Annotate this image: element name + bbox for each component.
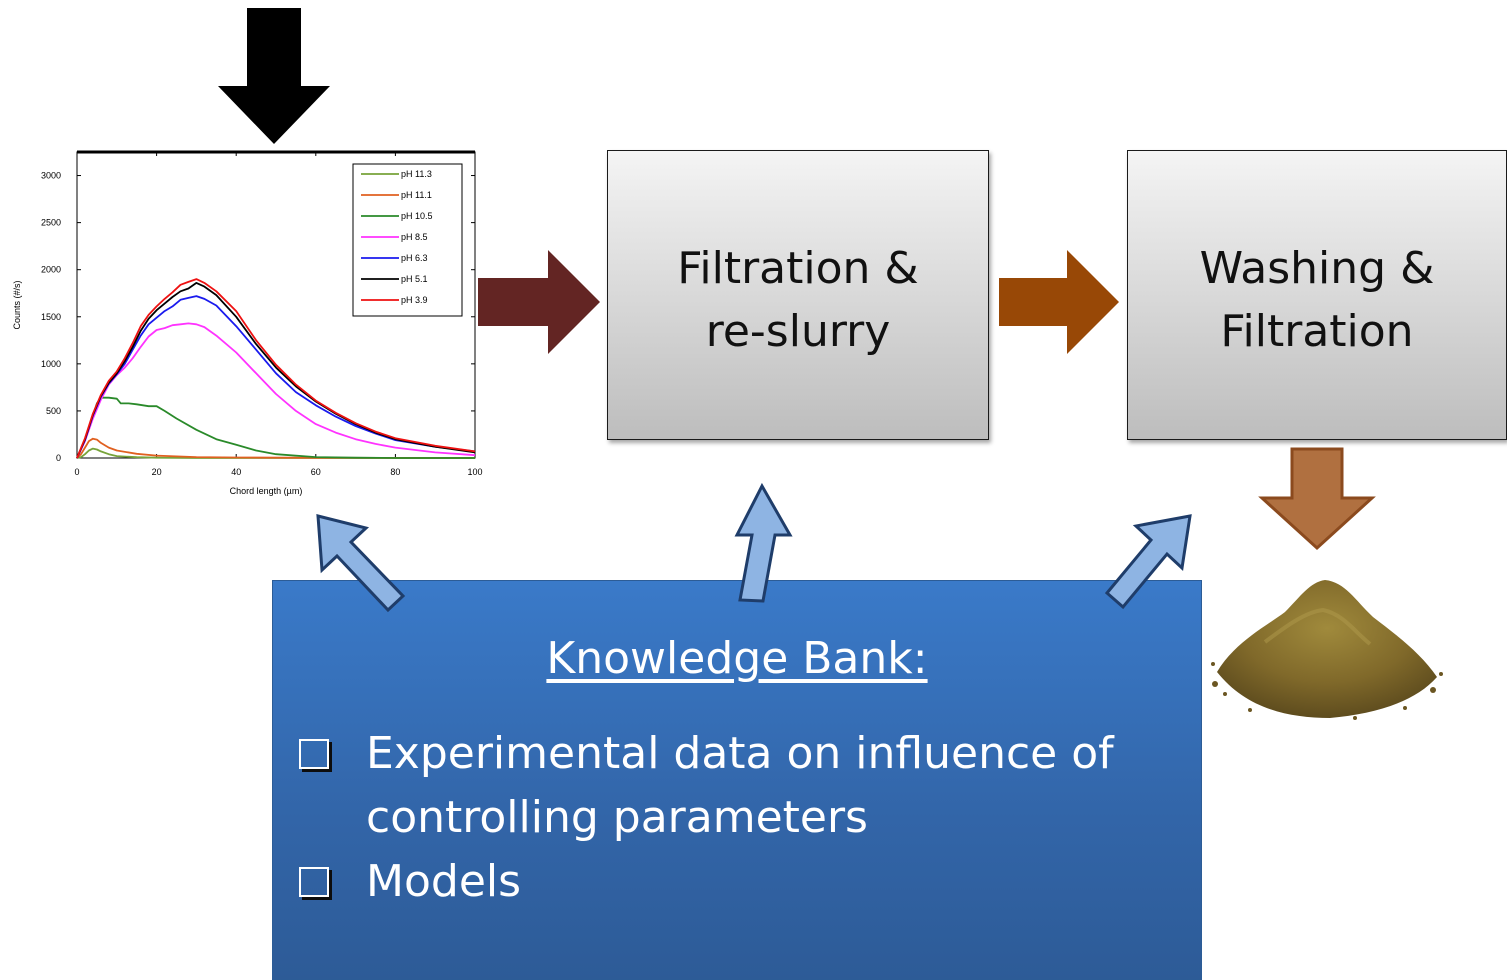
input-down-arrow	[218, 8, 330, 144]
legend-label: pH 10.5	[401, 211, 433, 221]
x-tick-label: 80	[390, 467, 400, 477]
washing-filtration-box: Washing & Filtration	[1127, 150, 1507, 440]
legend-label: pH 11.3	[401, 169, 432, 179]
x-tick-label: 60	[311, 467, 321, 477]
x-tick-label: 20	[152, 467, 162, 477]
series-line	[76, 396, 475, 459]
legend-label: pH 5.1	[401, 274, 428, 284]
filtration-box-line1: Filtration &	[677, 243, 919, 294]
knowledge-bank-title: Knowledge Bank:	[546, 633, 928, 684]
series-line	[76, 278, 476, 459]
output-down-arrow	[1258, 447, 1376, 551]
knowledge-bank-item-line2: controlling parameters	[366, 792, 868, 843]
y-tick-label: 0	[56, 453, 61, 463]
filtration-reslurry-box: Filtration & re-slurry	[607, 150, 989, 440]
series-line	[76, 295, 476, 459]
y-tick-label: 3000	[41, 171, 61, 181]
y-axis-label: Counts (#/s)	[12, 280, 22, 329]
y-tick-label: 1000	[41, 359, 61, 369]
knowledge-bank-item-line1: Models	[366, 856, 522, 907]
arrow-to-filtration	[478, 250, 600, 354]
legend-label: pH 3.9	[401, 295, 428, 305]
knowledge-bank-box: Knowledge Bank: Experimental data on inf…	[272, 580, 1202, 980]
checkbox-icon	[299, 867, 329, 897]
knowledge-bank-item: Experimental data on influence of contro…	[293, 722, 1193, 850]
x-tick-label: 100	[467, 467, 482, 477]
legend-label: pH 8.5	[401, 232, 428, 242]
y-tick-label: 2500	[41, 218, 61, 228]
y-tick-label: 2000	[41, 265, 61, 275]
knowledge-bank-item: Models	[293, 850, 1193, 914]
arrow-to-washing	[999, 250, 1119, 354]
x-tick-label: 40	[231, 467, 241, 477]
brown-powder-pile-icon	[1211, 580, 1443, 720]
checkbox-icon	[299, 739, 329, 769]
legend-box	[352, 163, 463, 317]
x-tick-label: 0	[74, 467, 79, 477]
washing-box-line2: Filtration	[1220, 306, 1414, 357]
legend-label: pH 6.3	[401, 253, 428, 263]
x-axis-label: Chord length (µm)	[230, 486, 303, 496]
series-line	[76, 447, 475, 459]
filtration-box-line2: re-slurry	[705, 306, 891, 357]
legend-label: pH 11.1	[401, 190, 432, 200]
knowledge-bank-item-line1: Experimental data on influence of	[366, 728, 1114, 779]
y-tick-label: 1500	[41, 312, 61, 322]
series-line	[76, 437, 476, 459]
y-tick-label: 500	[46, 406, 61, 416]
washing-box-line1: Washing &	[1199, 243, 1435, 294]
